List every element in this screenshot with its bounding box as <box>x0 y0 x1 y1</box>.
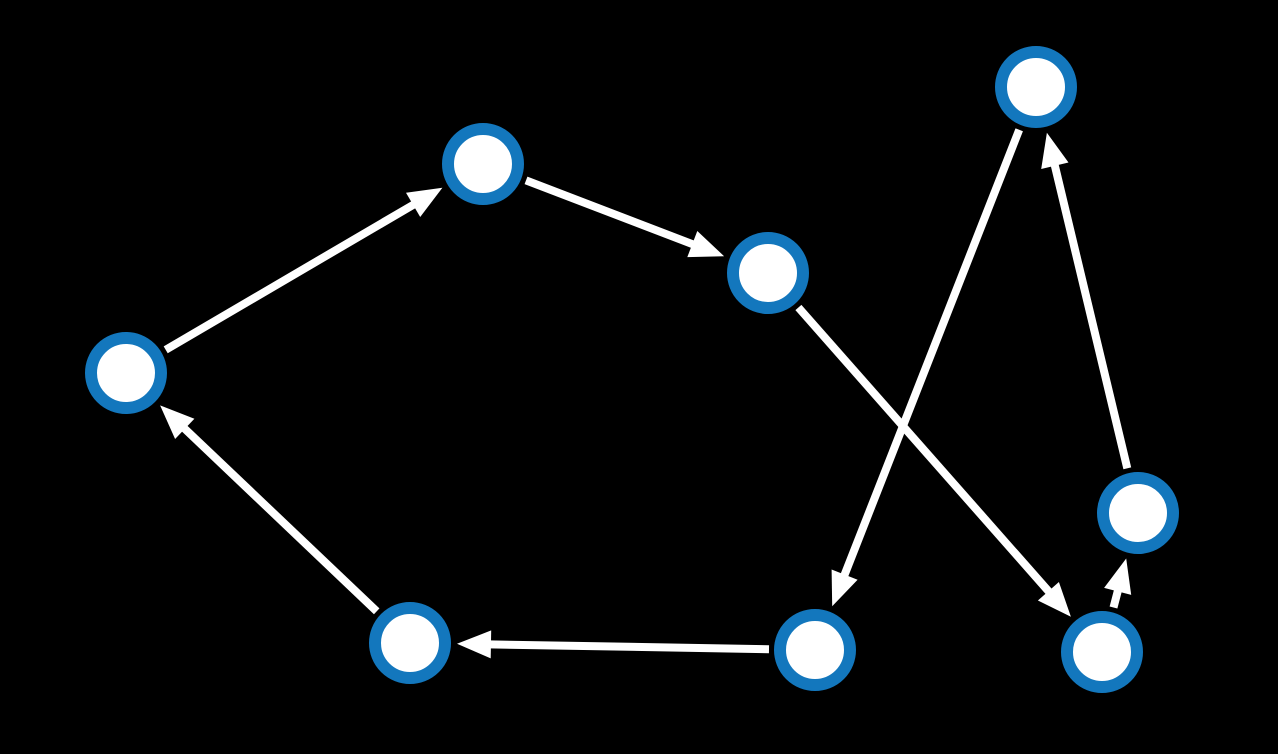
graph-edge-top-right-to-bottom-center <box>840 128 1023 578</box>
arrowhead-top-right-to-bottom-center <box>831 569 858 607</box>
arrowhead-bottom-left-to-left <box>160 405 195 439</box>
arrowhead-bottom-right-to-right <box>1104 558 1132 595</box>
graph-node-bottom-center <box>774 609 856 691</box>
graph-node-center <box>727 232 809 314</box>
graph-node-left <box>85 332 167 414</box>
graph-node-bottom-left <box>369 602 451 684</box>
arrowhead-right-to-top-right <box>1041 132 1069 169</box>
graph-edge-right-to-top-right <box>1050 162 1132 470</box>
graph-edge-left-to-top-left <box>163 200 417 354</box>
arrowhead-center-to-bottom-right <box>1037 582 1071 617</box>
graph-node-top-right <box>995 46 1077 128</box>
arrowhead-left-to-top-left <box>406 187 443 217</box>
graph-edge-bottom-left-to-left <box>180 424 380 615</box>
graph-edge-top-left-to-center <box>524 176 696 249</box>
graph-edge-bottom-center-to-bottom-left <box>488 640 770 654</box>
graph-edge-bottom-right-to-right <box>1109 588 1123 609</box>
arrowhead-bottom-center-to-bottom-left <box>457 630 492 659</box>
graph-node-right <box>1097 472 1179 554</box>
graph-node-bottom-right <box>1061 611 1143 693</box>
graph-edge-center-to-bottom-right <box>795 304 1053 596</box>
arrowhead-top-left-to-center <box>687 231 725 258</box>
graph-node-top-left <box>442 123 524 205</box>
